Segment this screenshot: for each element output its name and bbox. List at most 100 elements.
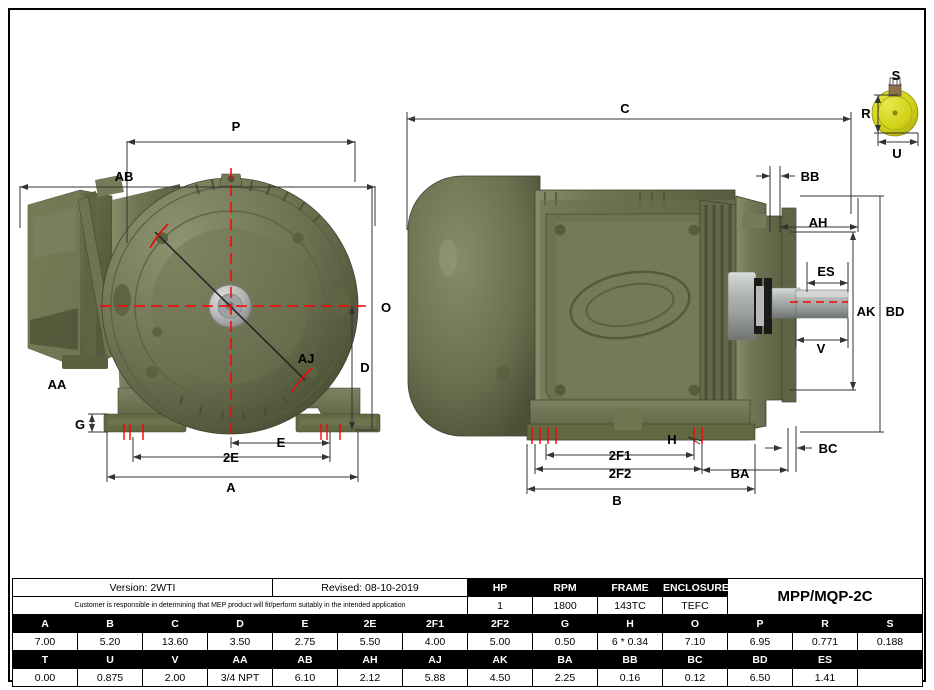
hp-value: 1 xyxy=(467,596,534,615)
left-view-motor-front xyxy=(27,168,381,440)
dim-label-AA: AA xyxy=(48,377,67,392)
dim-header-H: H xyxy=(597,614,664,633)
dim-label-O: O xyxy=(381,300,391,315)
table-row-dim-values-1: 7.00 5.20 13.60 3.50 2.75 5.50 4.00 5.00… xyxy=(12,632,924,651)
dim-value-2F1: 4.00 xyxy=(402,632,469,651)
dim-label-BC: BC xyxy=(819,441,838,456)
dim-header-T: T xyxy=(12,650,78,669)
table-row-dim-values-2: 0.00 0.875 2.00 3/4 NPT 6.10 2.12 5.88 4… xyxy=(12,668,924,687)
dim-value-P: 6.95 xyxy=(727,632,794,651)
dim-label-2F2: 2F2 xyxy=(609,466,631,481)
dim-header-2E: 2E xyxy=(337,614,404,633)
dim-value-2E: 5.50 xyxy=(337,632,404,651)
dim-value-BA: 2.25 xyxy=(532,668,599,687)
dim-label-BD: BD xyxy=(886,304,905,319)
dim-header-C: C xyxy=(142,614,208,633)
dim-header-R: R xyxy=(792,614,859,633)
right-view-dimensions xyxy=(406,112,884,494)
dim-header-B: B xyxy=(77,614,143,633)
dim-header-D: D xyxy=(206,614,274,633)
dim-label-2F1: 2F1 xyxy=(609,448,631,463)
frame-header: FRAME xyxy=(597,578,664,597)
dim-value-2F2: 5.00 xyxy=(467,632,534,651)
dim-header-BC: BC xyxy=(662,650,729,669)
dim-value-BB: 0.16 xyxy=(597,668,664,687)
shaft-end-detail: S R U xyxy=(861,68,919,161)
dim-header-S: S xyxy=(857,614,924,633)
dim-header-AH: AH xyxy=(337,650,404,669)
right-view-foot-hole-marks xyxy=(531,427,703,444)
dim-value-S: 0.188 xyxy=(857,632,924,651)
dim-label-AJ: AJ xyxy=(298,351,315,366)
dim-label-U: U xyxy=(892,146,901,161)
dim-value-R: 0.771 xyxy=(792,632,859,651)
dim-label-2E: 2E xyxy=(223,450,239,465)
dim-value-ES: 1.41 xyxy=(792,668,859,687)
dim-header-G: G xyxy=(532,614,599,633)
dim-value-T: 0.00 xyxy=(12,668,78,687)
dim-value-E: 2.75 xyxy=(272,632,339,651)
dim-value-BC: 0.12 xyxy=(662,668,729,687)
dim-value-B: 5.20 xyxy=(77,632,143,651)
dim-value-AB: 6.10 xyxy=(272,668,339,687)
dim-value-blank xyxy=(857,668,924,687)
specification-table: Version: 2WTI Revised: 08-10-2019 HP RPM… xyxy=(11,578,924,687)
dim-header-AJ: AJ xyxy=(402,650,469,669)
table-row-dim-header-1: A B C D E 2E 2F1 2F2 G H O P R S xyxy=(12,614,924,633)
dim-header-O: O xyxy=(662,614,729,633)
dim-header-U: U xyxy=(77,650,143,669)
rpm-header: RPM xyxy=(532,578,599,597)
product-title: MPP/MQP-2C xyxy=(727,578,924,615)
output-shaft xyxy=(727,271,849,341)
dim-header-BB: BB xyxy=(597,650,664,669)
dim-label-R: R xyxy=(861,106,871,121)
dim-label-BB: BB xyxy=(801,169,820,184)
dim-header-2F2: 2F2 xyxy=(467,614,534,633)
dim-label-B: B xyxy=(612,493,621,508)
dim-header-AA: AA xyxy=(206,650,274,669)
dim-label-G: G xyxy=(75,417,85,432)
rpm-value: 1800 xyxy=(532,596,599,615)
table-row-version-header: Version: 2WTI Revised: 08-10-2019 HP RPM… xyxy=(11,578,924,615)
dim-header-BD: BD xyxy=(727,650,794,669)
dim-label-AB: AB xyxy=(115,169,134,184)
specification-table-container: Version: 2WTI Revised: 08-10-2019 HP RPM… xyxy=(11,578,924,687)
dim-value-O: 7.10 xyxy=(662,632,729,651)
dim-label-H: H xyxy=(667,432,676,447)
dim-value-G: 0.50 xyxy=(532,632,599,651)
hp-header: HP xyxy=(467,578,534,597)
right-view-terminal-box xyxy=(540,200,722,424)
dim-header-E: E xyxy=(272,614,339,633)
dim-value-AJ: 5.88 xyxy=(402,668,469,687)
dim-header-blank xyxy=(857,650,924,669)
right-view-motor-side xyxy=(407,175,849,444)
dim-label-D: D xyxy=(360,360,369,375)
keyway-block xyxy=(888,83,902,97)
left-view-foot-hole-marks xyxy=(123,424,341,440)
dim-label-V: V xyxy=(817,341,826,356)
dim-value-C: 13.60 xyxy=(142,632,208,651)
dim-header-AB: AB xyxy=(272,650,339,669)
dim-label-AK: AK xyxy=(857,304,876,319)
dim-header-P: P xyxy=(727,614,794,633)
dim-value-U: 0.875 xyxy=(77,668,143,687)
dim-value-A: 7.00 xyxy=(12,632,78,651)
dim-header-BA: BA xyxy=(532,650,599,669)
dim-label-AH: AH xyxy=(809,215,828,230)
enclosure-header: ENCLOSURE xyxy=(662,578,729,597)
dim-header-2F1: 2F1 xyxy=(402,614,469,633)
dim-label-P: P xyxy=(232,119,241,134)
dim-label-ES: ES xyxy=(817,264,835,279)
dim-label-A: A xyxy=(226,480,236,495)
dim-header-AK: AK xyxy=(467,650,534,669)
frame-value: 143TC xyxy=(597,596,664,615)
dim-value-D: 3.50 xyxy=(206,632,274,651)
dim-label-BA: BA xyxy=(731,466,750,481)
left-view-dimensions xyxy=(19,139,378,482)
dim-value-AH: 2.12 xyxy=(337,668,404,687)
dim-label-C: C xyxy=(620,101,630,116)
dim-value-V: 2.00 xyxy=(142,668,208,687)
dim-value-AA: 3/4 NPT xyxy=(206,668,274,687)
terminal-box-assembly xyxy=(27,175,158,369)
